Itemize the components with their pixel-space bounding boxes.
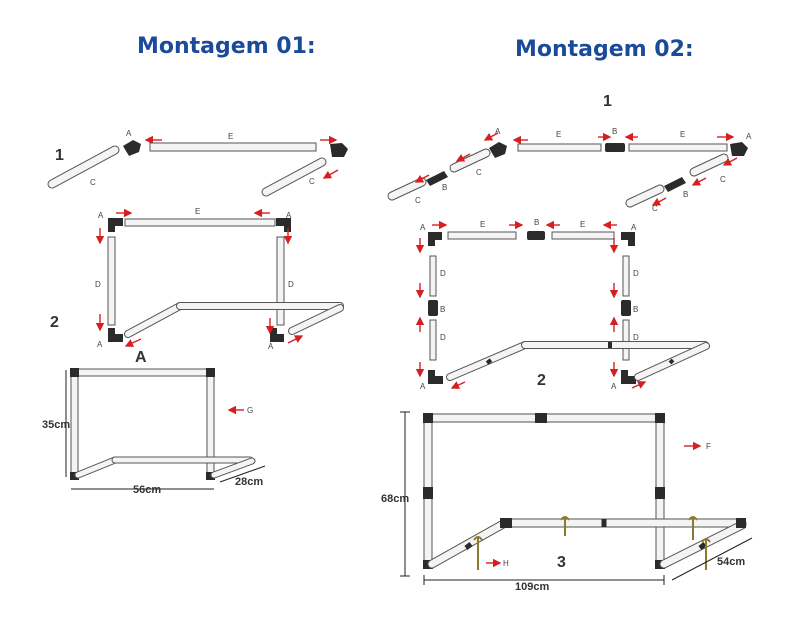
goal-top-bar	[70, 368, 215, 377]
svg-text:H: H	[503, 559, 509, 568]
corner-r2-br	[621, 370, 636, 384]
svg-text:A: A	[126, 129, 132, 138]
svg-text:A: A	[97, 340, 103, 349]
corner-joint-tl	[108, 218, 123, 232]
coupler-r2-top	[527, 231, 545, 240]
svg-text:E: E	[580, 220, 585, 229]
svg-text:A: A	[420, 382, 426, 391]
pipe-d-r2-right-upper	[622, 255, 630, 297]
right-finished-goal: 3 H F	[381, 411, 753, 593]
dim-height-left: 35cm	[42, 419, 70, 431]
pipe-d-r2-right-lower	[622, 319, 630, 361]
svg-text:C: C	[720, 175, 726, 184]
svg-text:C: C	[415, 196, 421, 205]
left-step-1-number: 1	[55, 147, 64, 164]
svg-text:E: E	[480, 220, 485, 229]
svg-text:A: A	[495, 127, 501, 136]
right-step-1-number: 1	[603, 93, 612, 110]
right-step-1: 1 C B C A E B E A C B C	[387, 93, 752, 213]
dim-depth-right: 54cm	[717, 556, 745, 568]
svg-text:A: A	[611, 382, 617, 391]
goal-left-post	[70, 368, 79, 476]
svg-text:A: A	[98, 211, 104, 220]
left-step-2: 2 E A A D D A A	[50, 207, 344, 351]
coupler-b-right	[664, 177, 686, 192]
dim-depth-left: 28cm	[235, 476, 263, 488]
svg-text:D: D	[440, 333, 446, 342]
svg-text:A: A	[286, 211, 292, 220]
svg-text:E: E	[195, 207, 200, 216]
dim-height-right: 68cm	[381, 493, 409, 505]
elbow-joint-a-left	[123, 140, 141, 156]
svg-text:A: A	[631, 223, 637, 232]
svg-text:B: B	[442, 183, 447, 192]
svg-text:C: C	[309, 177, 315, 186]
dim-line-depth-right	[671, 537, 753, 581]
ground-stakes	[473, 516, 711, 570]
svg-text:C: C	[652, 204, 658, 213]
title-montagem-01: Montagem 01:	[137, 34, 316, 59]
pipe-e-step2	[124, 218, 276, 227]
coupler-b-top	[605, 143, 625, 152]
svg-text:C: C	[476, 168, 482, 177]
elbow-a-r1-left	[489, 142, 507, 158]
svg-text:A: A	[420, 223, 426, 232]
svg-text:B: B	[612, 127, 617, 136]
left-step-a: A	[135, 349, 147, 366]
pipe-d-r2-left-lower	[429, 319, 437, 361]
svg-text:E: E	[680, 130, 685, 139]
label-e-left: E	[228, 132, 233, 141]
coupler-b-left	[426, 171, 448, 186]
pipe-e-r1-right	[628, 143, 728, 152]
corner-r2-bl	[428, 370, 443, 384]
left-step-2-number: 2	[50, 314, 59, 331]
corner-r2-tl	[428, 232, 442, 246]
right-step-2: 2 A A E B E D B D A D B D	[415, 218, 710, 391]
pipe-e-r2-left	[447, 231, 517, 240]
dim-width-left: 56cm	[133, 484, 161, 496]
svg-text:E: E	[556, 130, 561, 139]
svg-text:B: B	[683, 190, 688, 199]
svg-text:B: B	[440, 305, 445, 314]
pipe-d-right	[276, 236, 285, 326]
label-c-left: C	[90, 178, 96, 187]
svg-text:D: D	[95, 280, 101, 289]
elbow-a-r1-right	[730, 142, 748, 156]
left-step-1: 1 C A E C	[47, 129, 348, 197]
corner-joint-tr	[276, 218, 291, 232]
pipe-e-r1-left	[517, 143, 602, 152]
corner-r2-tr	[621, 232, 635, 246]
pipe-e-top-left	[149, 142, 317, 152]
corner-joint-bl	[108, 328, 123, 342]
svg-text:G: G	[247, 406, 253, 415]
svg-text:B: B	[633, 305, 638, 314]
right-step-3-number: 3	[557, 554, 566, 571]
title-montagem-02: Montagem 02:	[515, 37, 694, 62]
pipe-e-r2-right	[551, 231, 615, 240]
svg-text:D: D	[633, 269, 639, 278]
left-finished-goal: A G 35cm 56cm 28cm	[42, 349, 266, 496]
pipe-d-left	[107, 236, 116, 326]
pipe-d-r2-left-upper	[429, 255, 437, 297]
svg-text:D: D	[633, 333, 639, 342]
corner-joint-br	[270, 328, 284, 342]
dim-line-depth-left	[219, 465, 266, 483]
svg-text:A: A	[746, 132, 752, 141]
svg-text:A: A	[268, 342, 274, 351]
svg-text:B: B	[534, 218, 539, 227]
svg-text:D: D	[440, 269, 446, 278]
elbow-joint-a-right	[330, 143, 348, 157]
svg-text:D: D	[288, 280, 294, 289]
svg-text:F: F	[706, 442, 711, 451]
dim-width-right: 109cm	[515, 581, 549, 593]
right-step-2-number: 2	[537, 372, 546, 389]
